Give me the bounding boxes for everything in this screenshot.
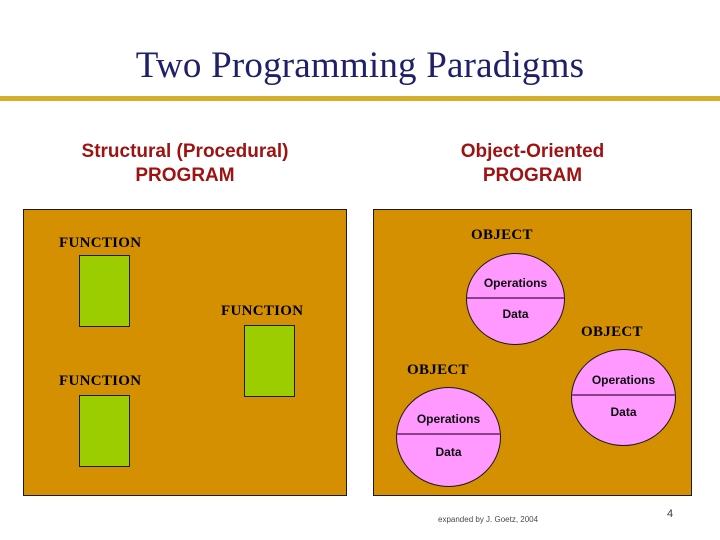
object-divider-line: [572, 394, 675, 396]
heading-structural-program: Structural (Procedural) PROGRAM: [23, 140, 347, 188]
object-block: Operations Data: [466, 253, 565, 345]
object-label: OBJECT: [471, 227, 533, 243]
object-block: Operations Data: [571, 349, 676, 446]
function-block: [79, 395, 130, 467]
panel-object-oriented-program: OBJECT Operations Data OBJECT Operations…: [373, 209, 692, 496]
title-divider-rule: [0, 96, 720, 101]
panel-structural-program: FUNCTION FUNCTION FUNCTION: [23, 209, 347, 496]
object-data-text: Data: [502, 307, 529, 321]
page-title: Two Programming Paradigms: [135, 45, 585, 86]
object-operations-text: Operations: [483, 276, 548, 290]
object-block: Operations Data: [396, 387, 501, 487]
object-data-text: Data: [435, 445, 462, 459]
footer-credit: expanded by J. Goetz, 2004: [438, 515, 539, 524]
object-label: OBJECT: [407, 362, 469, 378]
heading-oo-line2: PROGRAM: [482, 165, 583, 186]
object-divider-line: [467, 297, 564, 299]
heading-object-oriented-program: Object-Oriented PROGRAM: [373, 140, 692, 188]
heading-oo-line1: Object-Oriented: [460, 141, 605, 162]
object-operations-text: Operations: [591, 373, 656, 387]
page-number: 4: [666, 508, 674, 520]
function-label: FUNCTION: [59, 373, 142, 389]
heading-structural-line1: Structural (Procedural): [81, 141, 289, 162]
function-block: [79, 255, 130, 327]
heading-structural-line2: PROGRAM: [135, 165, 235, 186]
function-label: FUNCTION: [221, 303, 304, 319]
object-label: OBJECT: [581, 324, 643, 340]
object-operations-text: Operations: [416, 412, 481, 426]
function-label: FUNCTION: [59, 235, 142, 251]
function-block: [244, 325, 295, 397]
object-divider-line: [397, 433, 500, 435]
object-data-text: Data: [610, 405, 637, 419]
